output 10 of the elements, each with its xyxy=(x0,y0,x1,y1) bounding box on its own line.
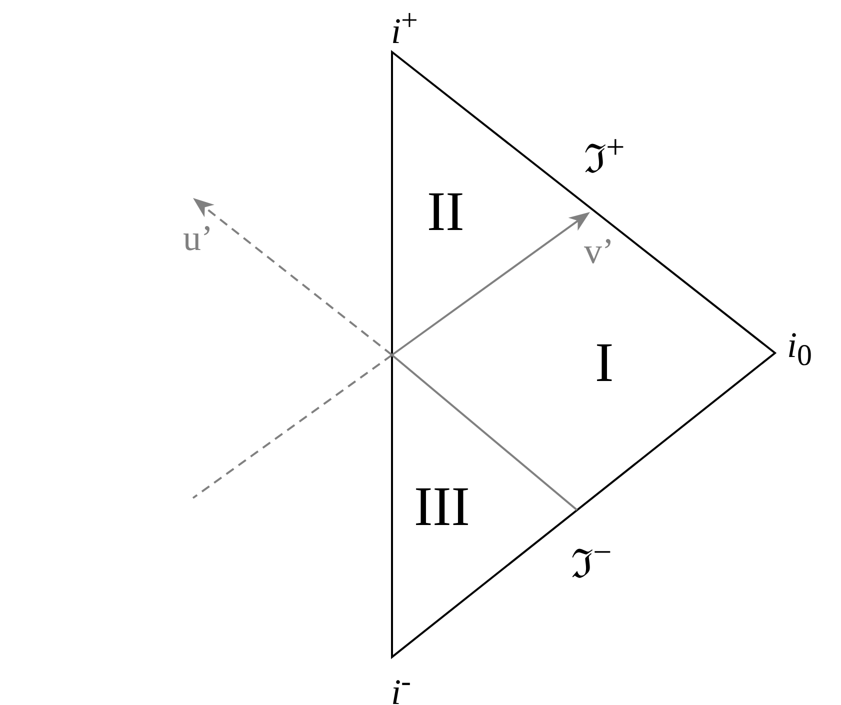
boundary-label: ℑ$^{+}$ xyxy=(584,131,625,180)
point-label: i$^{-}$ xyxy=(391,667,412,705)
point-label: i$^{+}$ xyxy=(391,6,418,49)
region-numeral: II xyxy=(427,184,464,240)
point-label: i$_{0}$ xyxy=(787,327,812,372)
region-numeral: III xyxy=(414,479,470,535)
region-numeral: I xyxy=(595,335,614,391)
axis-label: u’ xyxy=(183,220,213,256)
axis-label: v’ xyxy=(584,233,614,269)
boundary-label: ℑ$^{−}$ xyxy=(571,536,612,584)
